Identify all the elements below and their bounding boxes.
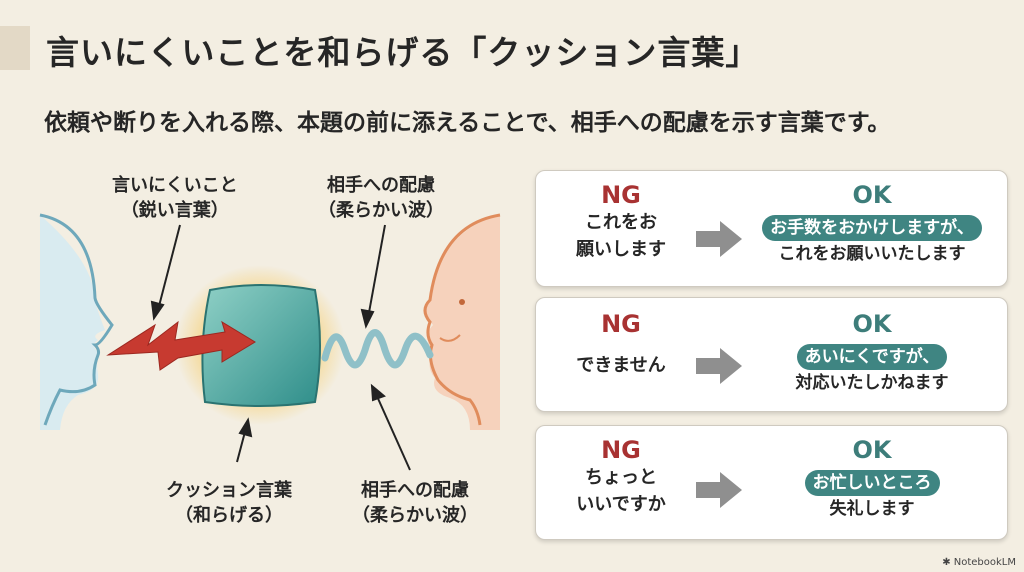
ng-text: いいですか (576, 494, 666, 515)
cushion-diagram (39, 213, 501, 471)
speaker-face-outline (39, 213, 114, 426)
speaker-face (40, 215, 105, 430)
cushion-icon (201, 284, 321, 407)
arrow-right-icon (696, 221, 742, 257)
ng-text: できません (576, 355, 666, 376)
ng-label: NG (601, 310, 641, 338)
label-consideration-bottom: 相手への配慮（柔らかい波） (352, 480, 478, 526)
example-card: NG これをお願いします OK お手数をおかけしますが、これをお願いいたします (535, 170, 1008, 287)
page-title: 言いにくいことを和らげる「クッション言葉」 (46, 33, 760, 72)
ok-label: OK (852, 181, 892, 209)
ok-text: これをお願いいたします (778, 244, 966, 264)
ng-label: NG (601, 181, 641, 209)
listener-face (425, 215, 500, 430)
listener-smile (439, 334, 461, 342)
page-subtitle: 依頼や断りを入れる際、本題の前に添えることで、相手への配慮を示す言葉です。 (44, 110, 891, 136)
cushion-phrase: お忙しいところ (804, 470, 940, 496)
notebooklm-logo-icon: ✱ (942, 557, 954, 568)
ok-label: OK (852, 436, 892, 464)
label-cushion-words: クッション言葉（和らげる） (166, 480, 292, 526)
ok-text: 対応いたしかねます (795, 373, 949, 393)
arrow-right-icon (696, 472, 742, 508)
label-consideration-top: 相手への配慮（柔らかい波） (318, 175, 444, 221)
ok-text: 失礼します (829, 499, 915, 519)
notebooklm-watermark: ✱ NotebookLM (942, 557, 1016, 568)
title-accent (0, 26, 30, 70)
cushion-phrase: お手数をおかけしますが、 (762, 215, 982, 241)
example-card: NG できません OK あいにくですが、対応いたしかねます (535, 297, 1008, 412)
label-sharp-words: 言いにくいこと（鋭い言葉） (112, 175, 238, 221)
ng-text: 願いします (576, 239, 666, 260)
arrow-right-icon (696, 348, 742, 384)
sharp-word-arrow (106, 320, 256, 371)
listener-face-outline (423, 213, 501, 426)
soft-wave (321, 329, 434, 369)
ng-text: これをお (585, 212, 657, 233)
example-card: NG ちょっといいですか OK お忙しいところ失礼します (535, 425, 1008, 540)
ng-text: ちょっと (585, 467, 657, 488)
ok-label: OK (852, 310, 892, 338)
listener-eye (459, 299, 465, 305)
ng-label: NG (601, 436, 641, 464)
pointer-arrows (150, 224, 411, 471)
cushion-phrase: あいにくですが、 (796, 344, 948, 370)
